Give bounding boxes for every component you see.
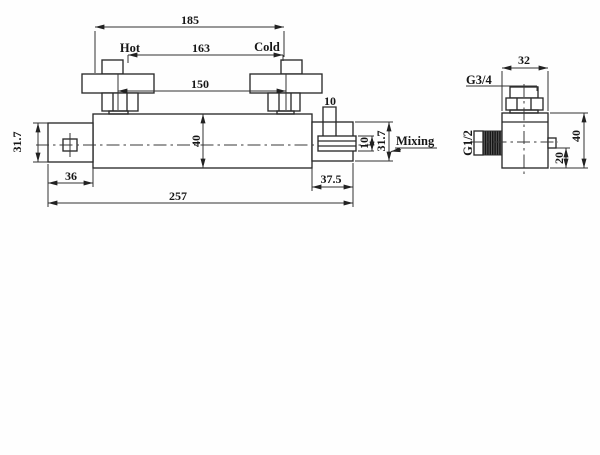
dim-32-label: 32 — [518, 53, 530, 67]
cold-inlet-neck — [276, 110, 295, 115]
cold-inlet-knurled-cap — [280, 59, 303, 75]
dim-outlet-offset: 20 — [552, 147, 570, 169]
side-outlet-bump — [547, 137, 557, 149]
g12-label: G1/2 — [461, 130, 475, 156]
dim-163-label: 163 — [192, 41, 210, 55]
mixing-outlet-stub — [317, 135, 357, 152]
dim-right-cap-width: 37.5 — [311, 163, 354, 207]
hot-inlet-neck — [108, 110, 129, 115]
dim-left-cap-width: 36 — [47, 164, 94, 187]
dim-40-front-label: 40 — [189, 135, 203, 147]
dim-257-label: 257 — [169, 189, 187, 203]
dim-40-side-label: 40 — [569, 130, 583, 142]
g34-callout: G3/4 — [466, 73, 538, 91]
dim-outlet-height: 10 — [357, 135, 375, 152]
cold-inlet-nut — [267, 92, 301, 112]
side-body — [501, 112, 549, 169]
dim-10-top-label: 10 — [324, 94, 336, 108]
mixing-arrow — [390, 147, 402, 153]
hot-label: Hot — [120, 41, 141, 55]
dim-left-cap-height: 31.7 — [10, 122, 48, 163]
dim-inlet-outer-spacing: Hot 163 Cold — [120, 40, 284, 63]
side-view: 32 G3/4 G1/2 20 40 — [461, 53, 588, 176]
dim-185-label: 185 — [181, 13, 199, 27]
cold-inlet — [249, 59, 323, 115]
dim-31-7-right-label: 31.7 — [374, 131, 388, 152]
dim-31-7-left-label: 31.7 — [10, 132, 24, 153]
side-front-outlet — [473, 130, 503, 156]
dim-right-cap-height: 31.7 — [355, 121, 393, 162]
g12-thread — [482, 130, 503, 156]
hot-inlet-nut — [101, 92, 139, 112]
mixing-callout: Mixing — [390, 134, 437, 153]
dim-inlet-center-spacing: 150 — [117, 77, 287, 94]
dim-36-label: 36 — [65, 169, 77, 183]
dim-total-length: 257 — [47, 187, 354, 207]
outlet-top-stub — [322, 106, 337, 136]
dim-10-outlet-label: 10 — [357, 137, 371, 149]
hot-inlet — [81, 59, 155, 115]
dim-150-label: 150 — [191, 77, 209, 91]
dim-20-label: 20 — [552, 152, 566, 164]
dim-body-height-front: 40 — [189, 113, 206, 169]
mixing-label: Mixing — [396, 134, 435, 148]
g12-end-ring — [473, 130, 484, 156]
cold-label: Cold — [254, 40, 280, 54]
dim-body-depth: 32 — [501, 53, 549, 111]
dim-body-height-side: 40 — [550, 112, 588, 169]
g34-label: G3/4 — [466, 73, 492, 87]
hot-inlet-knurled-cap — [101, 59, 124, 75]
dim-37-5-label: 37.5 — [321, 172, 342, 186]
front-view: 185 Hot 163 Cold 150 40 10 10 — [10, 13, 437, 207]
dim-overall-top-width: 185 — [94, 13, 285, 73]
